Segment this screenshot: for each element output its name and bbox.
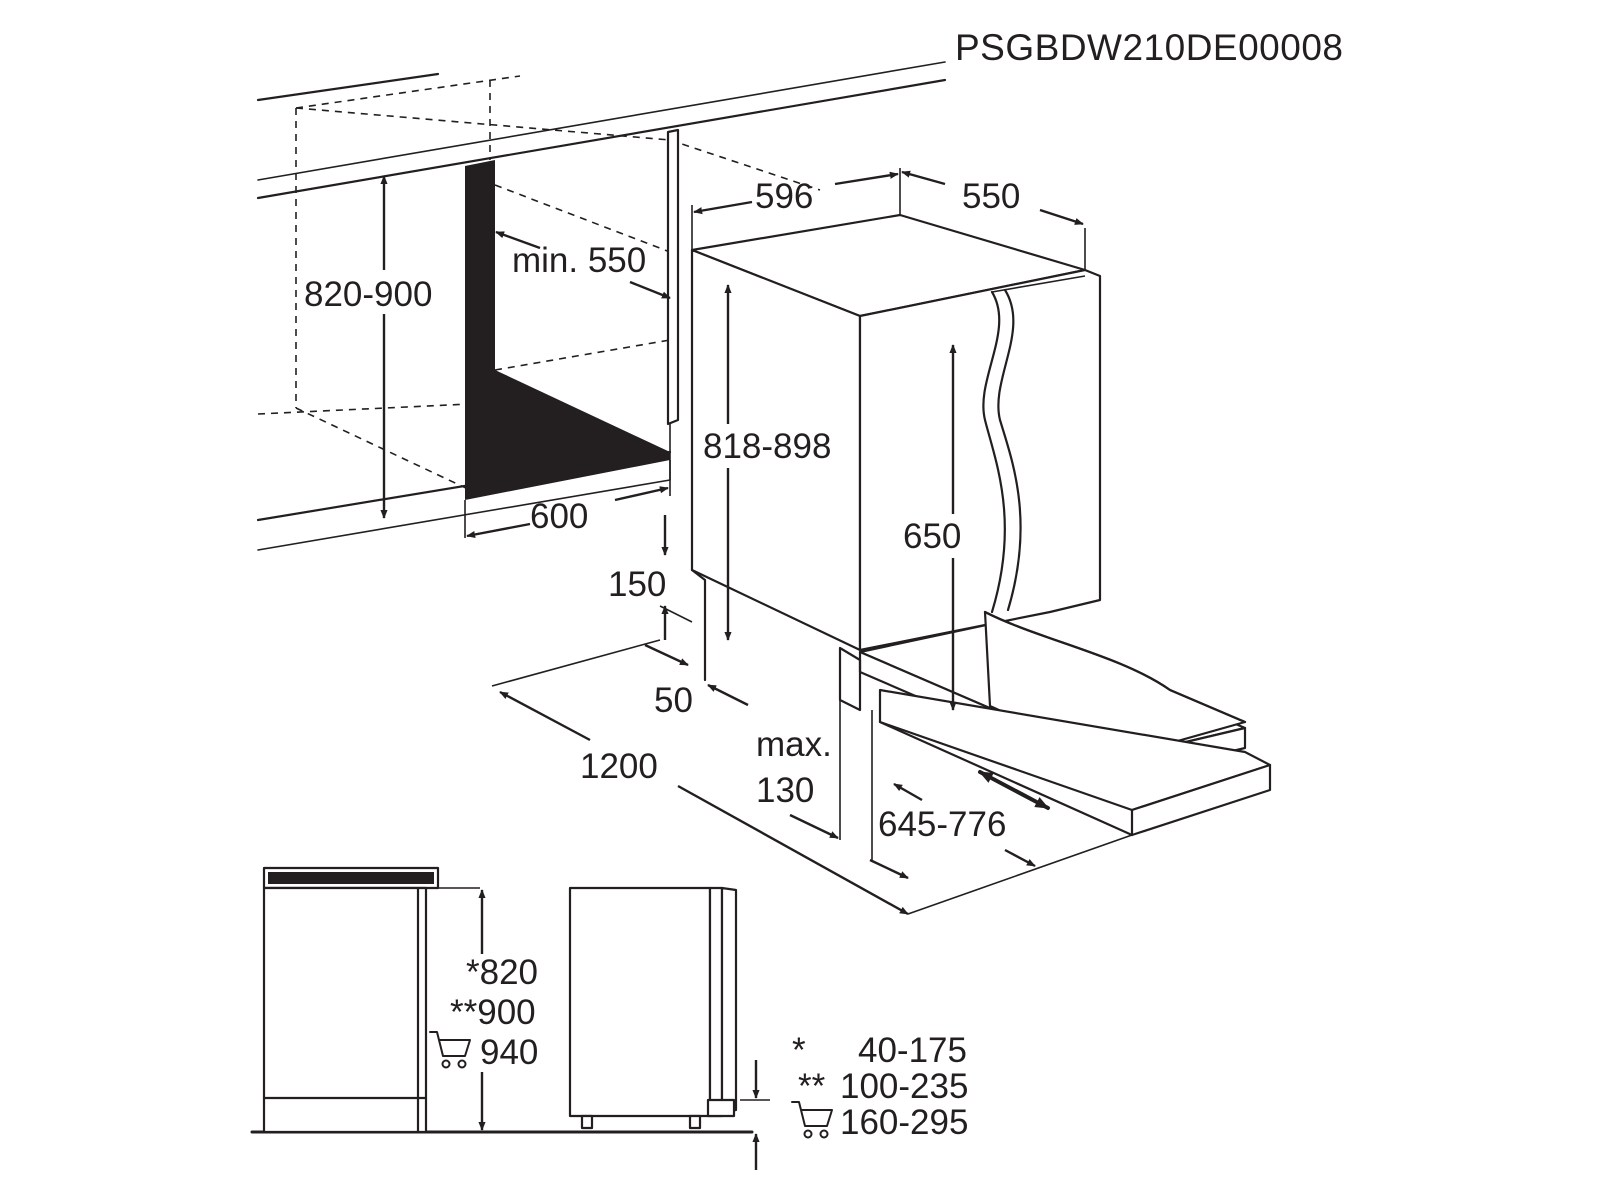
hose-length-label: 1200: [580, 747, 658, 786]
cart-icon: [791, 1101, 833, 1139]
side-height-line2: **900: [450, 993, 536, 1032]
width-top-label: 550: [962, 177, 1020, 216]
kitchen-niche: [256, 61, 947, 551]
niche-depth-label: min. 550: [512, 241, 646, 280]
side-view-appliance: [568, 886, 770, 1170]
foot-line3-value: 160-295: [840, 1103, 968, 1142]
toe-kick-label: 150: [608, 565, 666, 604]
door-height-dimension: 650: [900, 344, 1000, 711]
side-height-line1: *820: [466, 953, 538, 992]
hose-length-dimension: 1200: [491, 639, 1133, 916]
max-label-line2: 130: [756, 771, 814, 810]
appliance-height-dimension: 818-898: [700, 284, 850, 641]
max-label-line1: max.: [756, 725, 832, 764]
niche-height-dimension: 820-900: [300, 175, 450, 519]
model-code: PSGBDW210DE00008: [955, 27, 1343, 68]
foot-line2-mark: **: [798, 1067, 826, 1106]
depth-top-label: 596: [755, 177, 813, 216]
max-130-dimension: max. 130: [756, 700, 873, 862]
door-height-label: 650: [903, 517, 961, 556]
toe-kick-depth-label: 50: [654, 681, 693, 720]
depth-top-dimension: 596: [691, 168, 901, 250]
side-view-worktop: *820 **900 940: [250, 866, 754, 1134]
niche-height-label: 820-900: [304, 275, 432, 314]
toe-kick-depth-dimension: 50: [644, 643, 749, 720]
side-height-line3: 940: [480, 1033, 538, 1072]
niche-width-dimension: 600: [464, 460, 671, 539]
niche-width-label: 600: [530, 497, 588, 536]
niche-depth-dimension: min. 550: [495, 230, 671, 300]
foot-line1-value: 40-175: [858, 1031, 967, 1070]
door-panel-dimension: 645-776: [869, 770, 1050, 880]
foot-line1-mark: *: [792, 1031, 806, 1070]
foot-line2-value: 100-235: [840, 1067, 968, 1106]
appliance-height-label: 818-898: [703, 427, 831, 466]
cart-icon: [429, 1031, 471, 1069]
width-top-dimension: 550: [901, 170, 1086, 270]
toe-kick-dimension: 150: [608, 515, 693, 640]
foot-adjustment-legend: * 40-175 ** 100-235 160-295: [791, 1031, 968, 1142]
door-panel-label: 645-776: [878, 805, 1006, 844]
